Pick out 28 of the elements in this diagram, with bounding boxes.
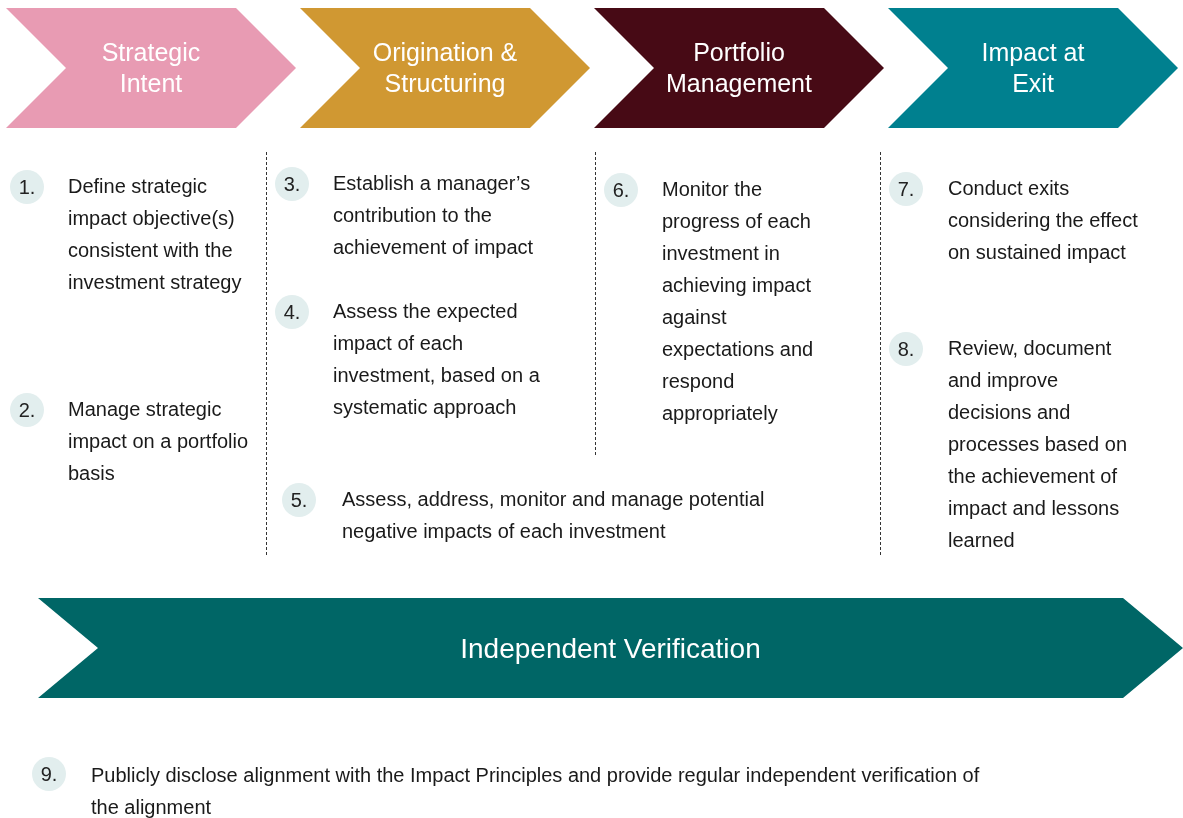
- step-number: 5.: [282, 483, 316, 517]
- stage-banner: [6, 8, 296, 128]
- stage-title: Portfolio Management: [665, 37, 813, 99]
- step-text: Publicly disclose alignment with the Impact Principles and provide regular independent verification of the alignment: [91, 763, 981, 818]
- step-text: Manage strategic impact on a portfolio basis: [68, 397, 250, 486]
- stage-banner: [888, 8, 1178, 128]
- step-text: Assess, address, monitor and manage potential negative impacts of each investment: [342, 487, 766, 544]
- stage-title: Origination & Structuring: [371, 37, 519, 99]
- step-number: 4.: [275, 295, 309, 329]
- step-text: Establish a manager’s contribution to the achievement of impact: [333, 171, 535, 260]
- step-text: Assess the expected impact of each investment, based on a systematic approach: [333, 299, 541, 420]
- stage-banner: [594, 8, 884, 128]
- verification-banner: [38, 598, 1183, 698]
- step-text: Define strategic impact objective(s) consistent with the investment strategy: [68, 174, 243, 295]
- step-number: 6.: [604, 173, 638, 207]
- banner-title: Independent Verification: [460, 632, 761, 664]
- step-text: Review, document and improve decisions and processes based on the achievement of impact and lessons learned: [948, 336, 1128, 553]
- step-number: 9.: [32, 757, 66, 791]
- stage-title: Impact at Exit: [980, 37, 1086, 99]
- step-number: 1.: [10, 170, 44, 204]
- stage-title: Strategic Intent: [100, 37, 202, 99]
- step-number: 7.: [889, 172, 923, 206]
- stage-banner: [300, 8, 590, 128]
- step-number: 8.: [889, 332, 923, 366]
- step-text: Conduct exits considering the effect on sustained impact: [948, 176, 1138, 265]
- step-number: 2.: [10, 393, 44, 427]
- step-number: 3.: [275, 167, 309, 201]
- step-text: Monitor the progress of each investment in achieving impact against expectations and respond appropriately: [662, 177, 815, 426]
